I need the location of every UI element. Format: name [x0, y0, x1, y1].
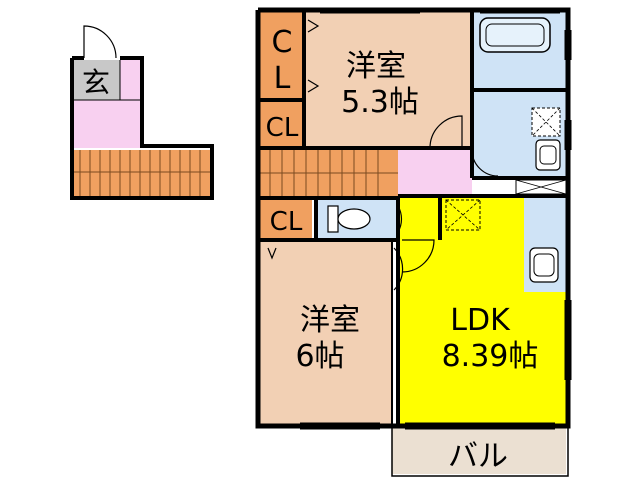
room2-name: 洋室 — [300, 303, 360, 338]
western-room-2 — [260, 242, 392, 424]
room1-size: 5.3帖 — [341, 85, 419, 120]
closet-2 — [260, 102, 304, 146]
closet-2-label: CL — [266, 113, 299, 143]
ldk-size: 8.39帖 — [442, 339, 539, 374]
room2-door-icon[interactable] — [393, 247, 404, 291]
bathtub-icon — [479, 17, 551, 53]
closet-3-label: CL — [270, 207, 303, 237]
kitchen-sink-icon — [529, 247, 559, 283]
entrance-hall — [70, 100, 142, 148]
entrance-label: 玄 — [82, 66, 110, 99]
closet-1 — [260, 12, 304, 100]
washbasin-icon — [535, 139, 561, 171]
room1-door-icon[interactable] — [429, 115, 463, 149]
ldk-name: LDK — [450, 303, 511, 338]
room1-name: 洋室 — [346, 49, 406, 84]
room2-size: 6帖 — [295, 339, 344, 374]
closet-3 — [260, 200, 312, 240]
closet-door-icon[interactable] — [307, 19, 320, 33]
closet-c-label: C — [272, 25, 293, 60]
entrance-door-icon[interactable] — [83, 25, 117, 59]
ldk-door-icon[interactable] — [401, 239, 435, 273]
toilet-door-icon[interactable] — [397, 205, 403, 233]
bath-door-icon[interactable] — [471, 149, 499, 177]
entrance-stairs — [72, 150, 212, 196]
balcony-label: バル — [448, 439, 508, 474]
balcony — [392, 428, 566, 474]
entrance-genkan — [72, 60, 120, 100]
entrance-shelf — [120, 60, 142, 100]
main-floor: C L CL CL 洋室 5.3帖 洋室 6帖 LDK 8.39帖 バル — [255, 7, 572, 477]
entrance-block: 玄 — [70, 25, 214, 200]
western-room-1 — [304, 12, 470, 146]
toilet-icon — [327, 205, 371, 233]
closet-l-label: L — [274, 61, 291, 96]
